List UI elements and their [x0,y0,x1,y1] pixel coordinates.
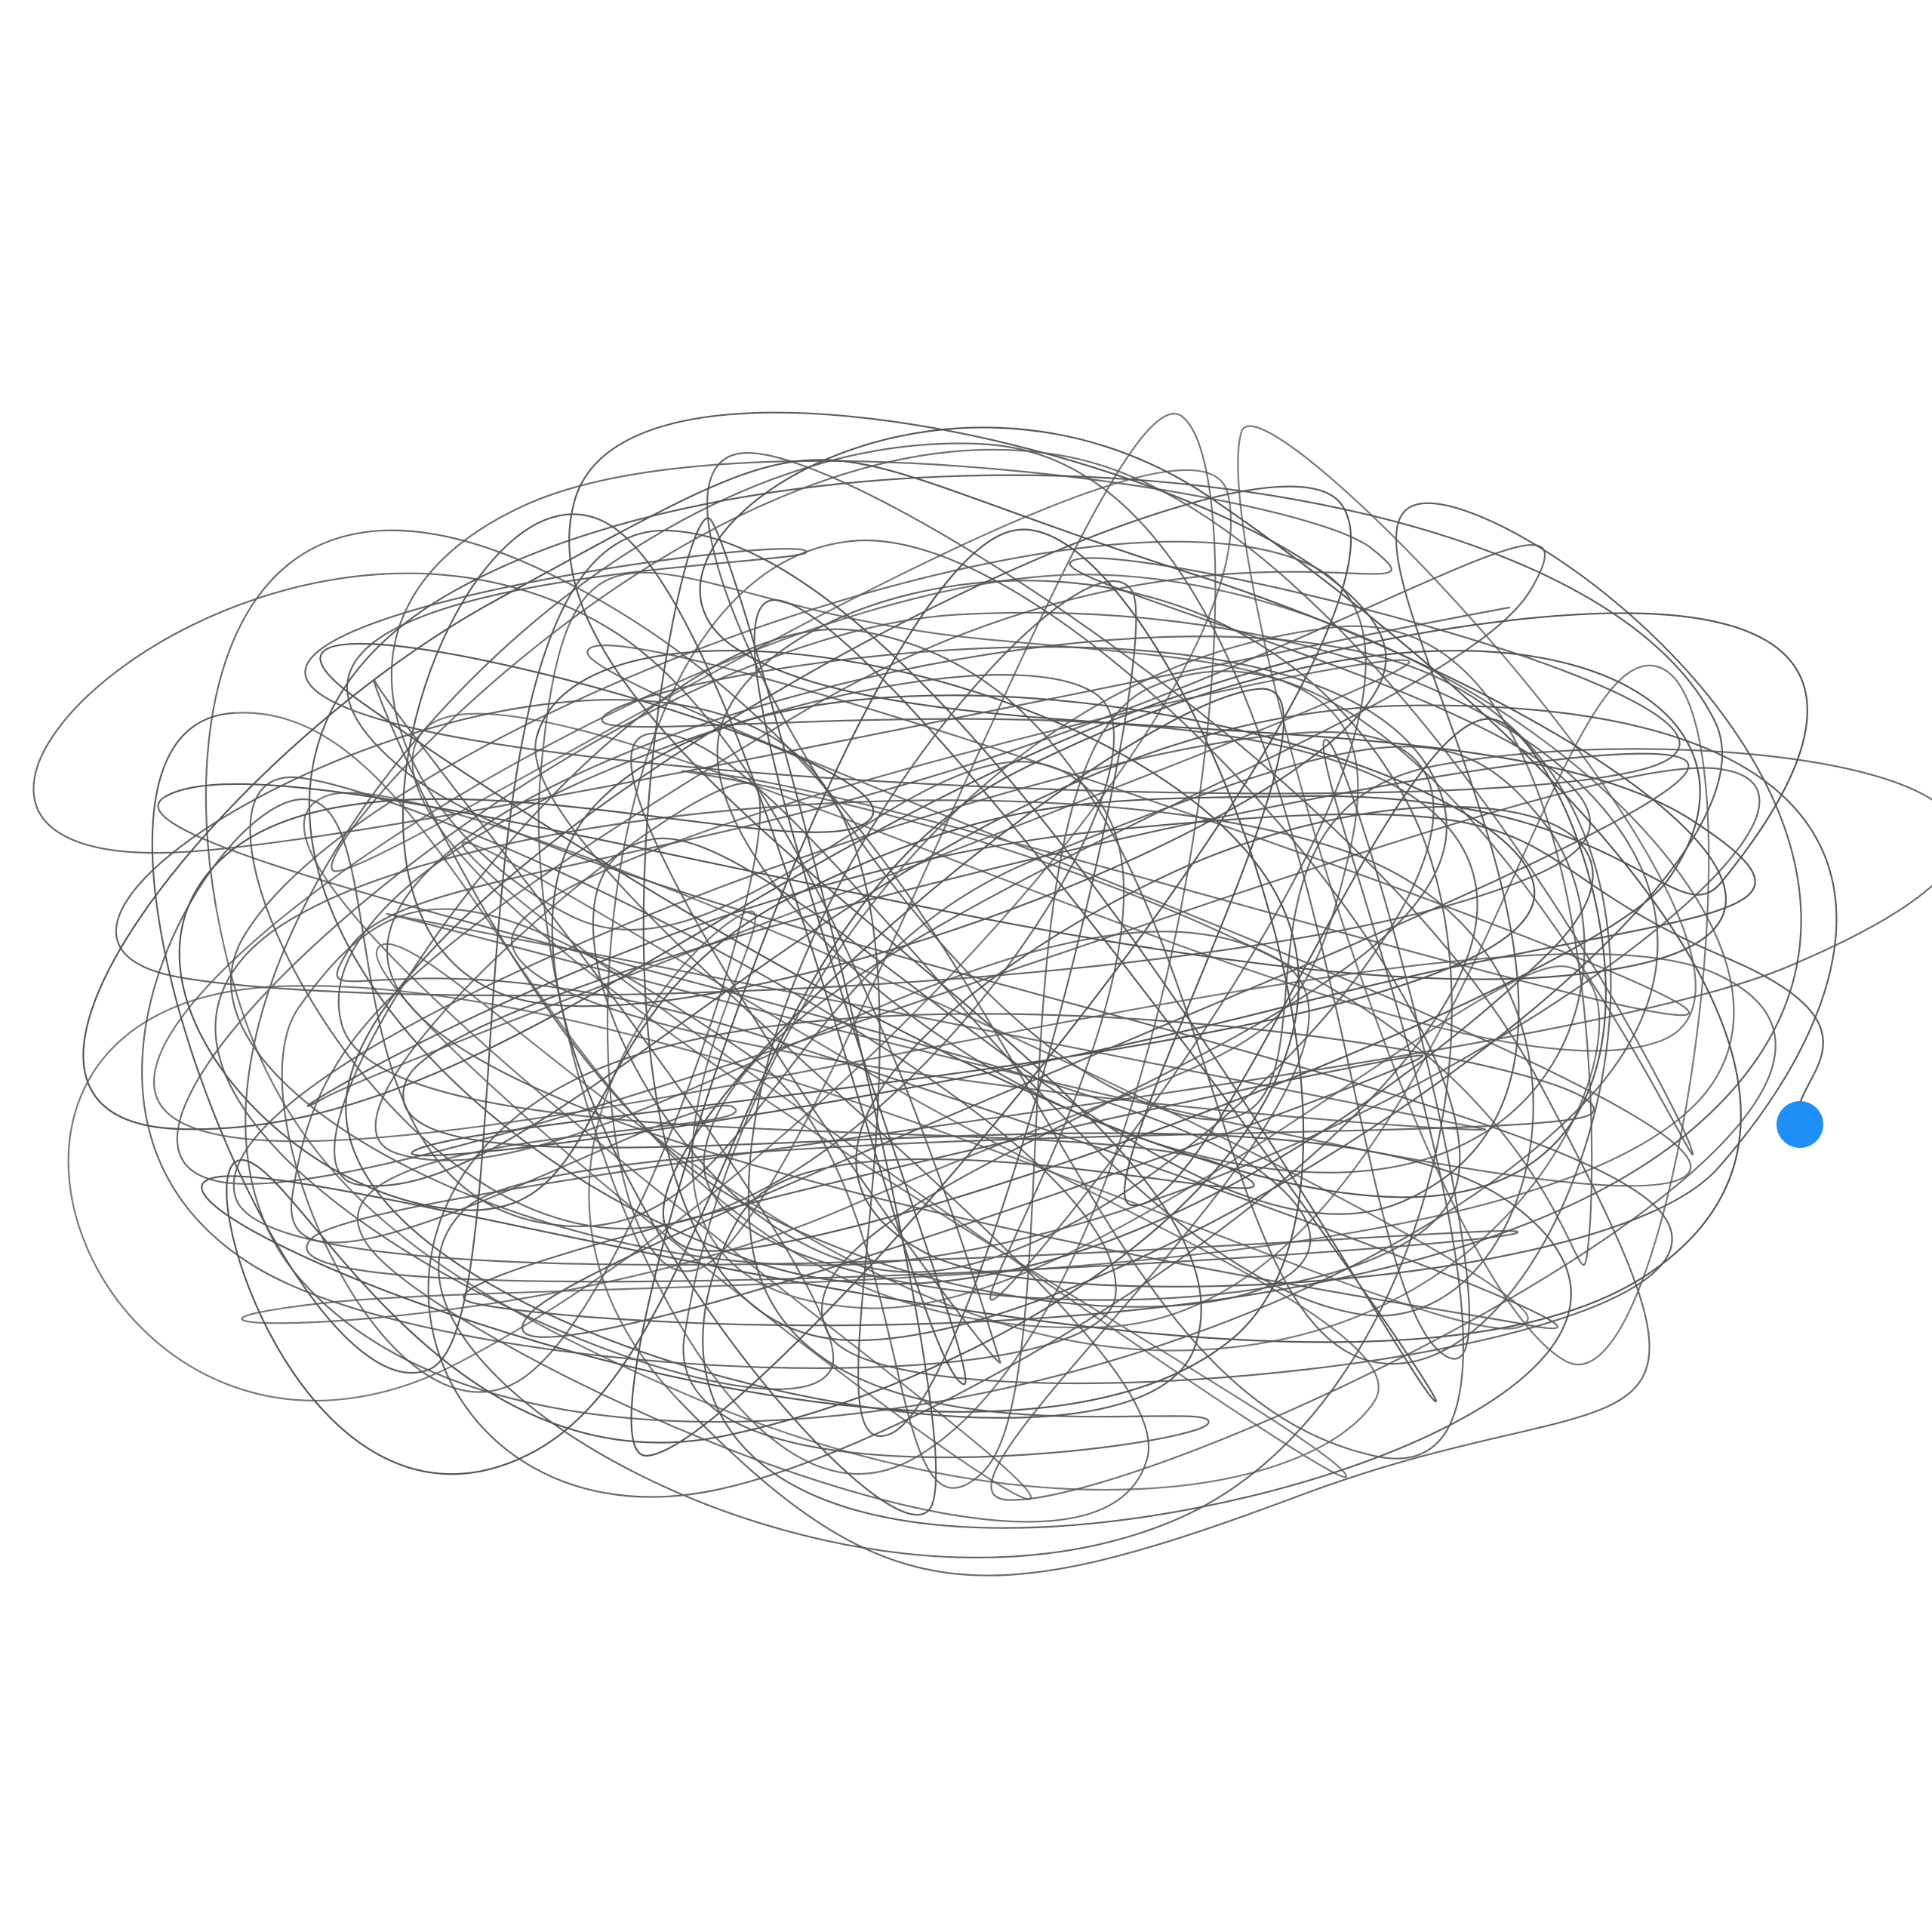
scribble-stroke [242,460,1392,1523]
scribble-stroke [281,448,1777,1501]
scribble-stroke [321,625,1692,1337]
scribble-strokes [32,411,1932,1577]
scribble-stroke [67,469,1601,1500]
scribble-stroke [151,411,1437,1419]
scribble-stroke [201,426,1756,1457]
scribble-stroke [32,572,1534,1390]
scribble-stroke [306,813,1824,1126]
scribble-stroke [141,674,1586,1369]
scribble-stroke [115,548,1681,1459]
scribble-stroke [82,459,1808,1211]
scribble-stroke [410,580,1673,1558]
scribble-stroke [176,442,1761,1460]
scribble-stroke [402,502,1802,1529]
pen-position-icon[interactable] [1777,1101,1823,1148]
